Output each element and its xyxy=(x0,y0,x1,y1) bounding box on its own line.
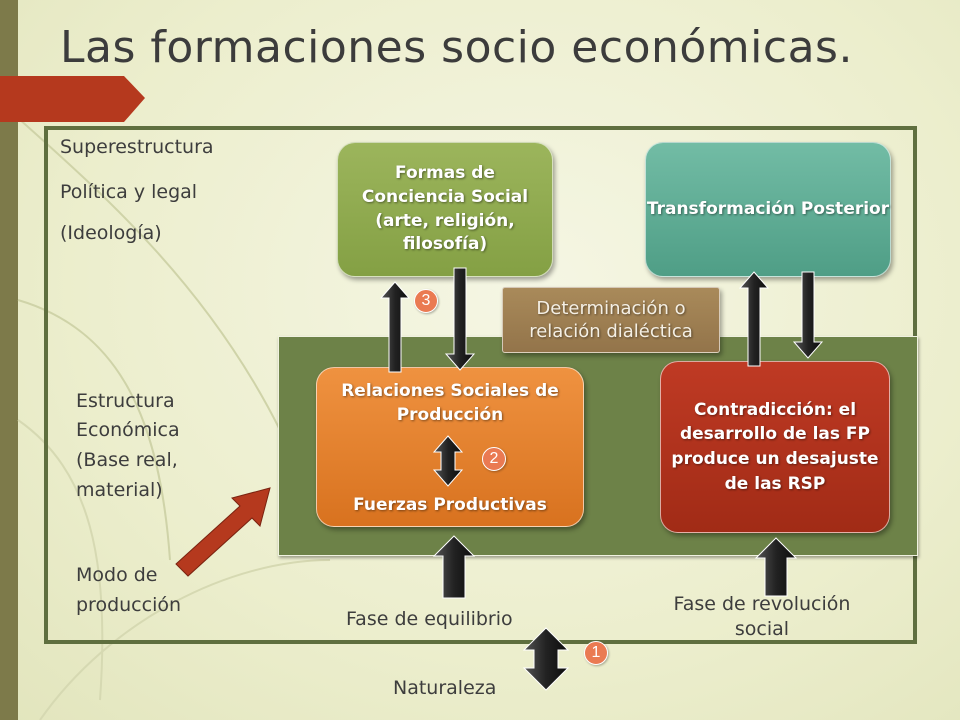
page-title: Las formaciones socio económicas. xyxy=(60,22,853,73)
economica-label: Económica xyxy=(76,419,180,441)
transformacion-box: Transformación Posterior xyxy=(645,142,891,277)
naturaleza-label: Naturaleza xyxy=(393,677,497,699)
base-real-label: (Base real, xyxy=(76,449,178,471)
politica-legal-label: Política y legal xyxy=(60,181,198,203)
step-badge-3: 3 xyxy=(414,289,438,313)
relaciones-label: Relaciones Sociales de Producción xyxy=(341,381,559,425)
produccion-label: producción xyxy=(76,594,182,616)
superestructura-label: Superestructura xyxy=(60,136,214,158)
step-badge-1: 1 xyxy=(584,641,608,665)
determinacion-box: Determinación o relación dialéctica xyxy=(502,287,720,353)
modo-label: Modo de xyxy=(76,564,158,586)
relaciones-fuerzas-box: Relaciones Sociales de Producción Fuerza… xyxy=(316,367,584,527)
contradiccion-box: Contradicción: el desarrollo de las FP p… xyxy=(660,361,890,533)
material-label: material) xyxy=(76,479,163,501)
left-accent-bar xyxy=(0,0,18,720)
fase-revolucion-label: Fase de revolución social xyxy=(673,593,851,640)
step-badge-2: 2 xyxy=(482,447,506,471)
ideologia-label: (Ideología) xyxy=(60,222,162,244)
estructura-label: Estructura xyxy=(76,390,175,412)
fase-equilibrio-label: Fase de equilibrio xyxy=(346,608,513,630)
fuerzas-label: Fuerzas Productivas xyxy=(353,495,547,515)
formas-conciencia-box: Formas de Conciencia Social (arte, relig… xyxy=(337,142,553,277)
